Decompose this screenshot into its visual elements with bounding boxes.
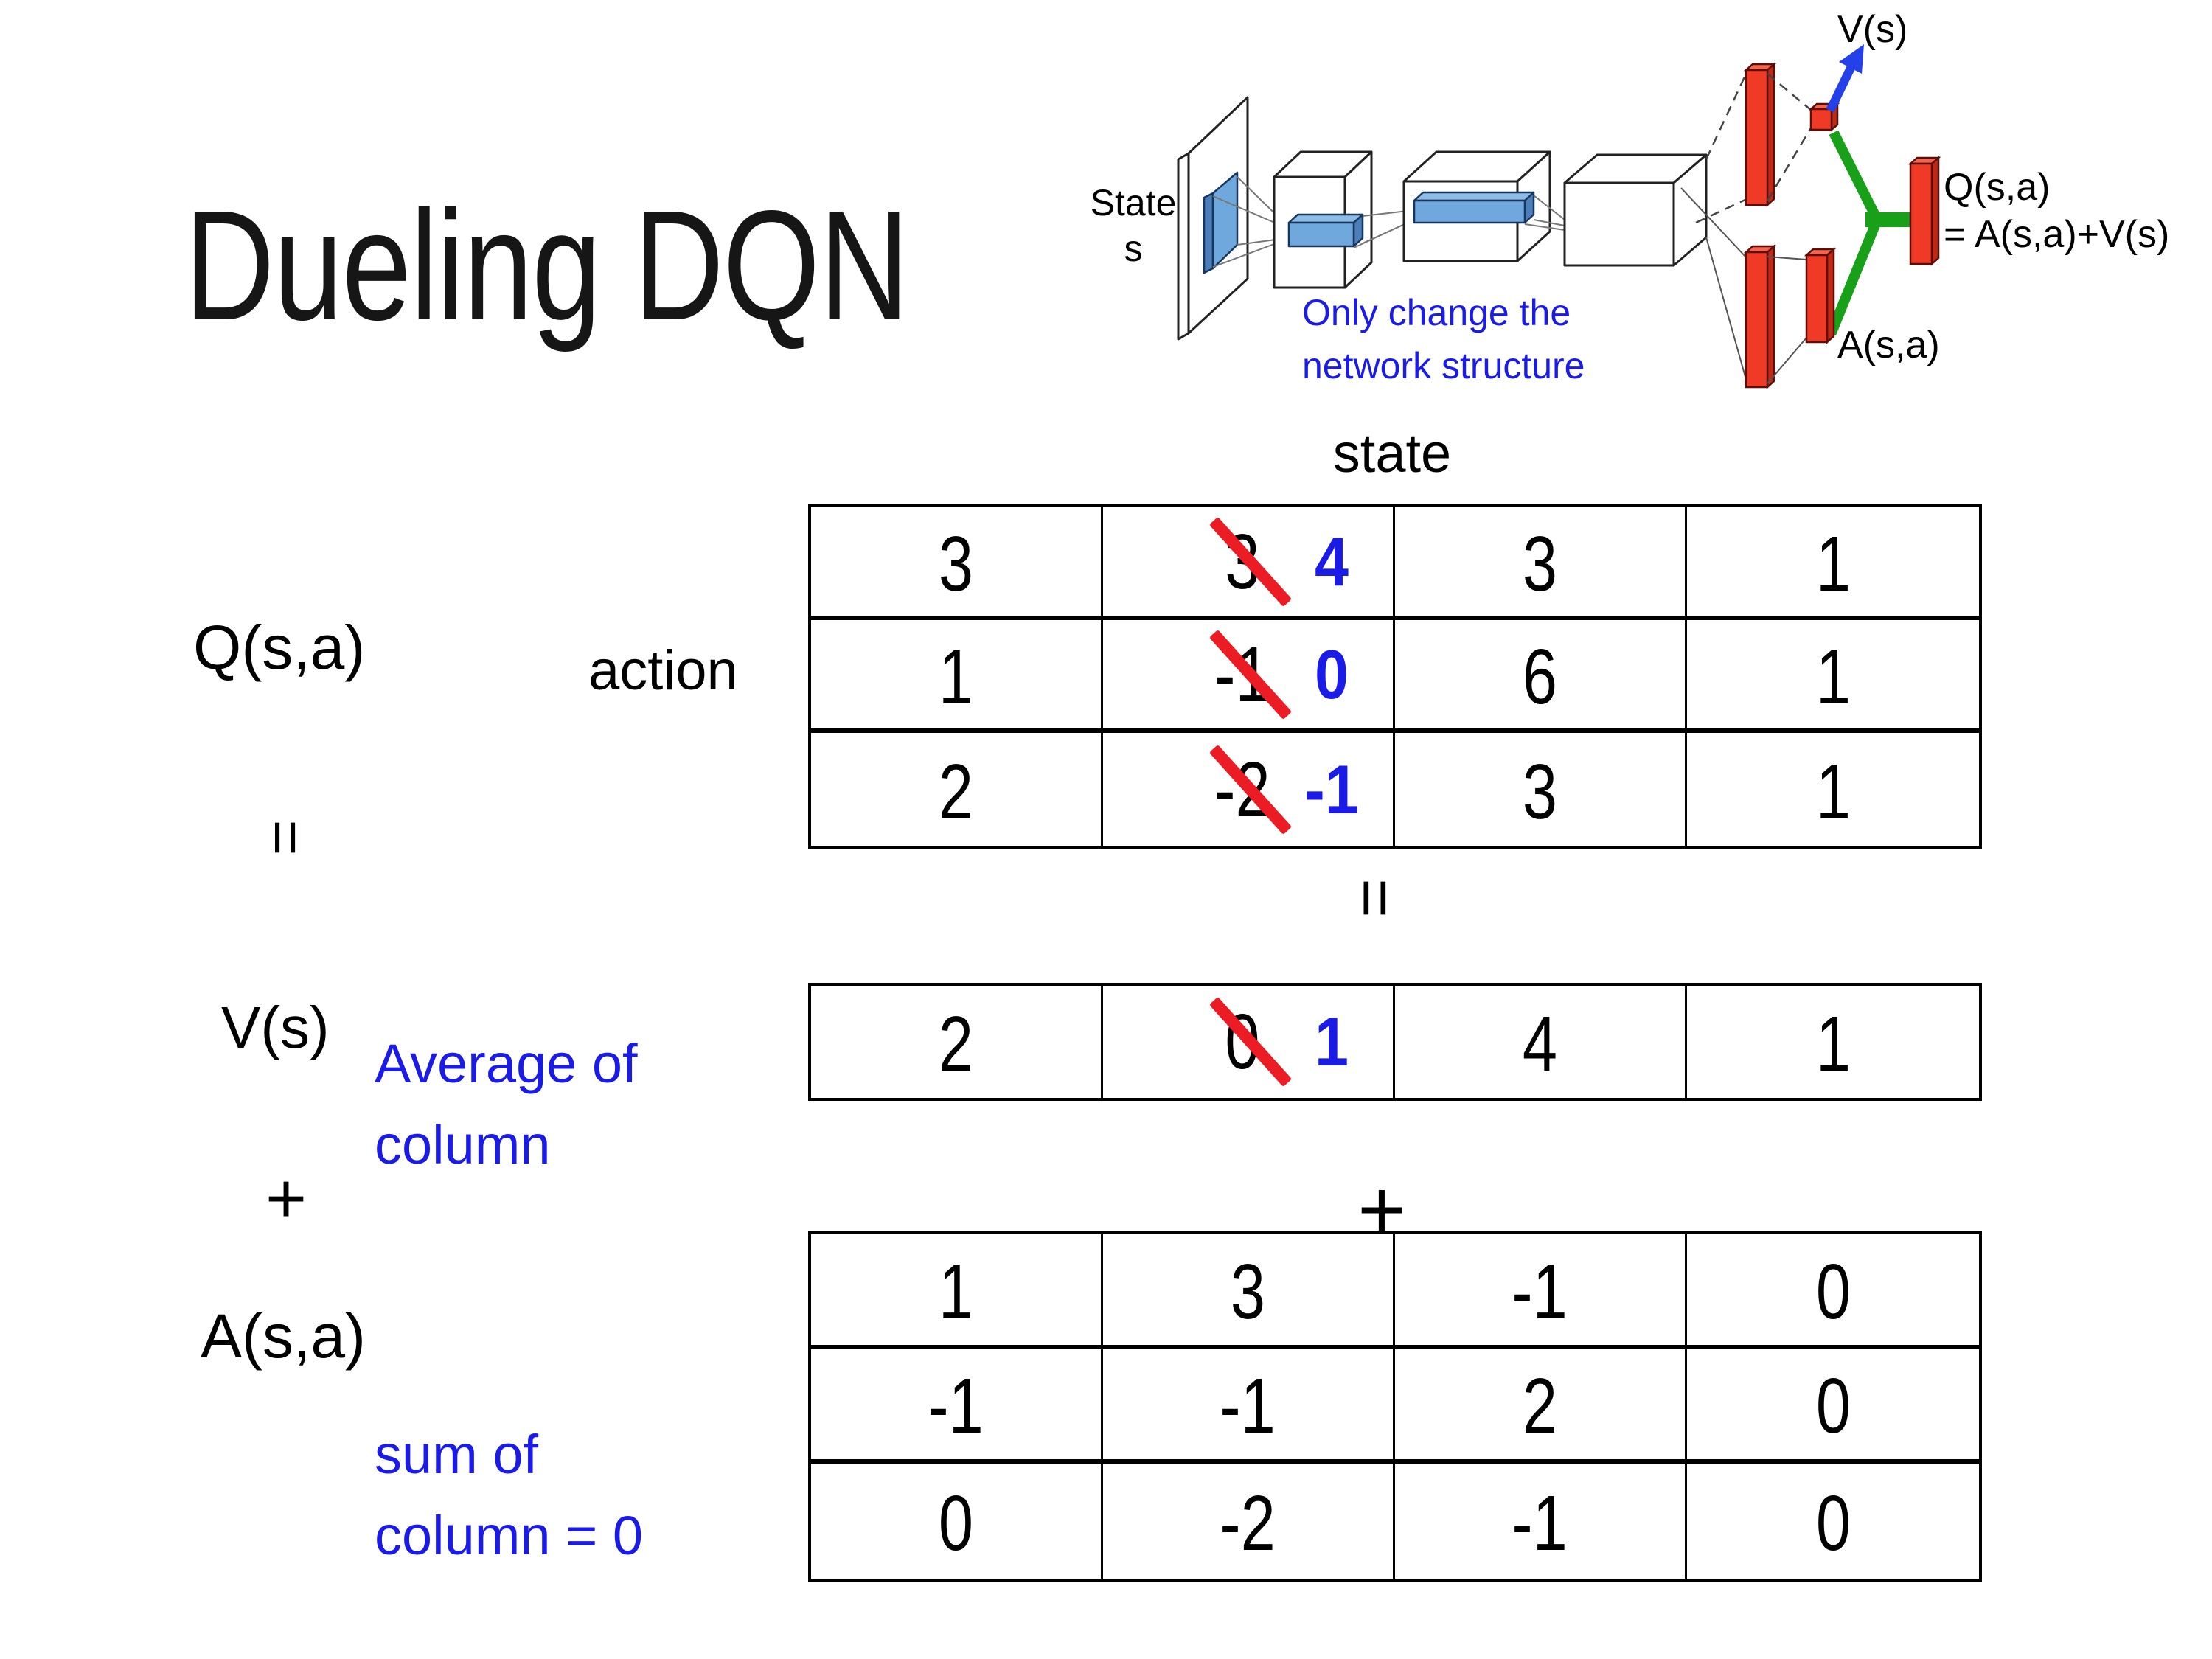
table-cell: 1 bbox=[811, 620, 1103, 733]
state-input-label: State s bbox=[1090, 182, 1177, 269]
merge-lines bbox=[1826, 130, 1921, 336]
feature-bar-2 bbox=[1413, 191, 1535, 224]
table-cell: 0 bbox=[811, 1464, 1103, 1579]
table-cell: 1 bbox=[1687, 620, 1979, 733]
solid-to-a-node bbox=[1767, 256, 1807, 384]
fc-bar-top bbox=[1743, 62, 1777, 207]
table-cell-updated: -2 -1 bbox=[1103, 733, 1395, 846]
table-cell: 0 bbox=[1687, 1234, 1979, 1349]
network-diagram bbox=[1177, 44, 1941, 389]
slide-title: Dueling DQN bbox=[184, 178, 909, 352]
table-cell: 3 bbox=[1103, 1234, 1395, 1349]
q-term-label: Q(s,a) bbox=[193, 613, 366, 682]
state-axis-label: state bbox=[1332, 422, 1452, 484]
table-cell: 1 bbox=[1815, 1001, 1851, 1088]
table-cell: 1 bbox=[1687, 507, 1979, 620]
table-cell: -1 bbox=[1395, 1464, 1687, 1579]
v-table: 2 0 1 4 1 bbox=[808, 983, 1982, 1101]
network-note: Only change the network structure bbox=[1302, 292, 1585, 386]
action-axis-label: action bbox=[588, 639, 738, 702]
table-cell: 1 bbox=[1815, 748, 1851, 835]
sum-of-column-note: sum of column = 0 bbox=[375, 1424, 644, 1566]
plus-sign-left: + bbox=[265, 1159, 307, 1238]
dashed-connector-top bbox=[1695, 72, 1748, 224]
a-node bbox=[1804, 247, 1837, 344]
table-cell: 0 bbox=[1687, 1349, 1979, 1464]
v-arrow-icon bbox=[1826, 44, 1864, 113]
split-connectors bbox=[1680, 72, 1748, 383]
a-table: 1 3 -1 0 -1 -1 2 0 0 -2 -1 0 bbox=[808, 1231, 1982, 1582]
a-output-label: A(s,a) bbox=[1837, 324, 1940, 366]
q-table: 3 3 4 3 1 1 -1 0 6 1 2 -2 -1 3 1 bbox=[808, 504, 1982, 849]
dashed-to-v-node bbox=[1766, 73, 1813, 201]
a-term-label: A(s,a) bbox=[201, 1301, 366, 1371]
table-cell: 3 bbox=[811, 507, 1103, 620]
table-cell: -1 bbox=[1103, 1349, 1395, 1464]
table-cell: 2 bbox=[811, 733, 1103, 846]
v-output-label: V(s) bbox=[1837, 8, 1908, 51]
table-cell-updated: -1 0 bbox=[1103, 620, 1395, 733]
fc-bar-bottom bbox=[1743, 244, 1777, 389]
table-cell: 2 bbox=[811, 986, 1103, 1098]
table-cell-updated: 3 4 bbox=[1103, 507, 1395, 620]
fc-box bbox=[1563, 153, 1708, 267]
q-output-label: Q(s,a) = A(s,a)+V(s) bbox=[1944, 166, 2170, 256]
q-node bbox=[1907, 156, 1941, 266]
solid-connector-bottom bbox=[1680, 187, 1747, 383]
table-cell: -2 bbox=[1103, 1464, 1395, 1579]
equals-sign-left: = bbox=[251, 819, 321, 856]
table-cell: 0 bbox=[1815, 1480, 1851, 1568]
table-cell: -1 bbox=[1395, 1234, 1687, 1349]
funnel-lines-3 bbox=[1524, 195, 1565, 231]
table-cell: 1 bbox=[811, 1234, 1103, 1349]
v-term-label: V(s) bbox=[221, 995, 330, 1060]
table-cell: 6 bbox=[1395, 620, 1687, 733]
average-of-column-note: Average of column bbox=[375, 1033, 638, 1175]
table-cell: -1 bbox=[811, 1349, 1103, 1464]
table-cell-updated: 0 1 bbox=[1103, 986, 1395, 1098]
funnel-lines-1 bbox=[1212, 176, 1293, 268]
equals-sign-center: = bbox=[1338, 878, 1413, 918]
table-cell: 3 bbox=[1395, 733, 1687, 846]
table-cell: 4 bbox=[1395, 986, 1687, 1098]
feature-bar-1 bbox=[1287, 213, 1364, 248]
table-cell: 3 bbox=[1395, 507, 1687, 620]
table-cell: 2 bbox=[1395, 1349, 1687, 1464]
